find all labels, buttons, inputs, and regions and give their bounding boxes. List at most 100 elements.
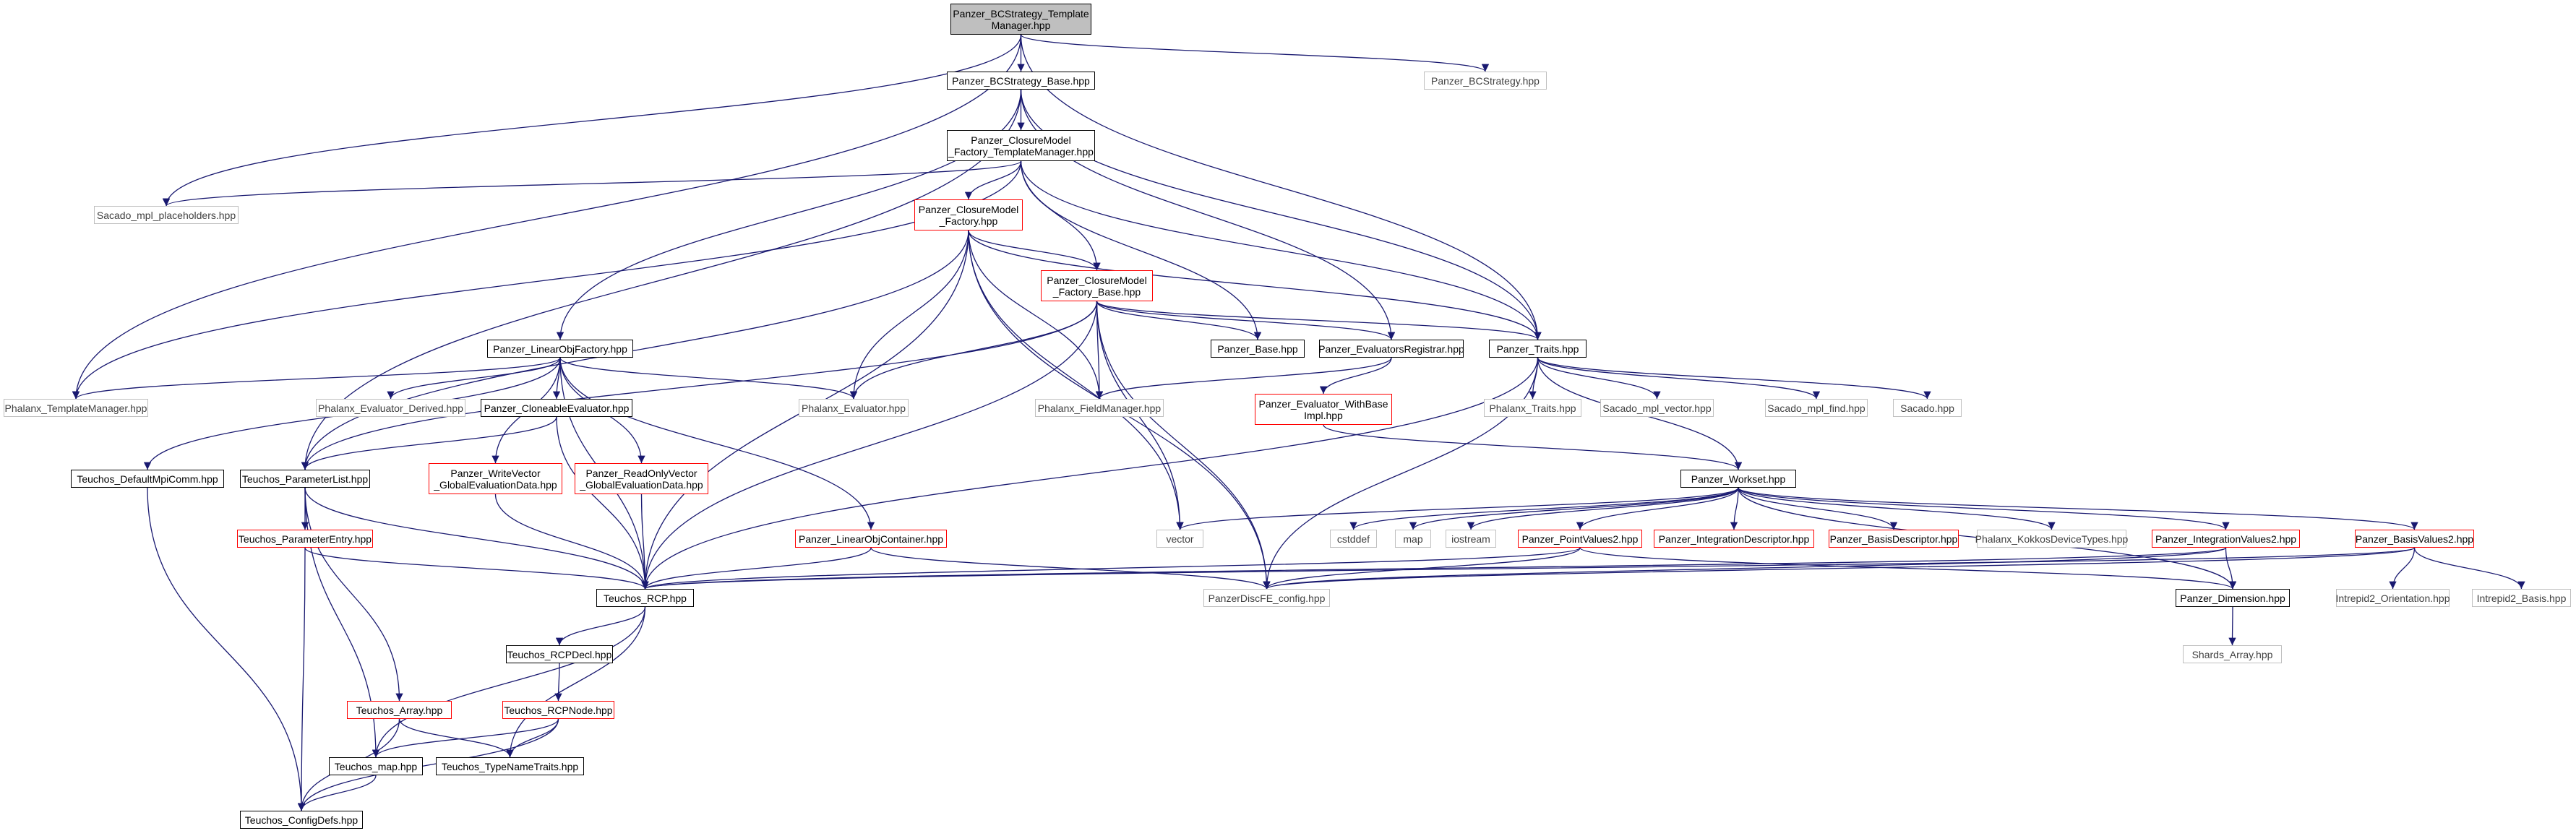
node-wvg[interactable]: Panzer_WriteVector _GlobalEvaluationData… <box>429 463 562 494</box>
edge-bv2-to-dfe <box>1263 547 2416 590</box>
edge-rcp-to-rcpdecl <box>555 606 646 646</box>
node-pbase[interactable]: Panzer_Base.hpp <box>1211 340 1305 358</box>
edge-rcpnode-to-tmap <box>372 718 559 758</box>
node-phtm[interactable]: Phalanx_TemplateManager.hpp <box>4 399 148 417</box>
node-intdesc[interactable]: Panzer_IntegrationDescriptor.hpp <box>1654 530 1814 548</box>
edge-tarray-to-tntraits <box>398 718 514 758</box>
node-smf[interactable]: Sacado_mpl_find.hpp <box>1765 399 1868 417</box>
node-traits[interactable]: Panzer_Traits.hpp <box>1489 340 1587 358</box>
node-bcbase[interactable]: Panzer_BCStrategy_Base.hpp <box>947 72 1095 90</box>
edge-cmf-to-cmfb <box>968 230 1101 271</box>
edge-cmf-to-plist <box>301 230 969 470</box>
edge-cmfb-to-pbase <box>1096 301 1262 340</box>
edge-workset-to-iostream <box>1467 487 1739 530</box>
node-cdefs[interactable]: Teuchos_ConfigDefs.hpp <box>240 811 363 829</box>
node-rovg[interactable]: Panzer_ReadOnlyVector _GlobalEvaluationD… <box>575 463 708 494</box>
edge-cmfb-to-pheval <box>849 301 1098 400</box>
edge-rcpnode-to-cdefs <box>297 718 559 811</box>
node-iostream[interactable]: iostream <box>1446 530 1496 548</box>
node-plist[interactable]: Teuchos_ParameterList.hpp <box>240 470 370 488</box>
node-pheder[interactable]: Phalanx_Evaluator_Derived.hpp <box>316 399 465 417</box>
node-root: Panzer_BCStrategy_Template Manager.hpp <box>950 4 1091 35</box>
node-tmap[interactable]: Teuchos_map.hpp <box>329 757 423 775</box>
edge-workset-to-cstddef <box>1349 487 1739 530</box>
node-sacadoplh[interactable]: Sacado_mpl_placeholders.hpp <box>94 206 239 224</box>
edge-bv2-to-rcp <box>642 547 2416 590</box>
node-evreg[interactable]: Panzer_EvaluatorsRegistrar.hpp <box>1318 340 1464 358</box>
node-tarray[interactable]: Teuchos_Array.hpp <box>347 701 452 719</box>
node-linobj[interactable]: Panzer_LinearObjFactory.hpp <box>487 340 633 358</box>
node-i2o[interactable]: Intrepid2_Orientation.hpp <box>2336 589 2450 607</box>
node-cstddef[interactable]: cstddef <box>1330 530 1377 548</box>
node-sacado[interactable]: Sacado.hpp <box>1893 399 1962 417</box>
node-dim[interactable]: Panzer_Dimension.hpp <box>2176 589 2290 607</box>
edge-pv2-to-rcp <box>641 547 1581 590</box>
node-tntraits[interactable]: Teuchos_TypeNameTraits.hpp <box>436 757 584 775</box>
edge-linobj-to-pheval <box>559 357 858 400</box>
edge-cmf-to-pheval <box>849 230 969 400</box>
edge-bv2-to-i2o <box>2389 547 2416 590</box>
node-clone[interactable]: Panzer_CloneableEvaluator.hpp <box>481 399 632 417</box>
node-i2b[interactable]: Intrepid2_Basis.hpp <box>2472 589 2571 607</box>
node-rcpnode[interactable]: Teuchos_RCPNode.hpp <box>502 701 614 719</box>
node-iv2[interactable]: Panzer_IntegrationValues2.hpp <box>2152 530 2300 548</box>
node-vector[interactable]: vector <box>1156 530 1203 548</box>
node-pentry[interactable]: Teuchos_ParameterEntry.hpp <box>237 530 373 548</box>
edge-clone-to-rcp <box>556 416 649 590</box>
edge-workset-to-basisdesc <box>1738 487 1898 530</box>
node-cmfb[interactable]: Panzer_ClosureModel _Factory_Base.hpp <box>1041 270 1153 301</box>
node-phfm[interactable]: Phalanx_FieldManager.hpp <box>1035 399 1164 417</box>
edge-bcbase-to-traits <box>1020 89 1542 340</box>
node-bv2[interactable]: Panzer_BasisValues2.hpp <box>2355 530 2474 548</box>
edge-loc-to-rcp <box>641 547 872 590</box>
node-map[interactable]: map <box>1395 530 1431 548</box>
edge-pentry-to-cdefs <box>297 547 306 811</box>
node-loc[interactable]: Panzer_LinearObjContainer.hpp <box>795 530 947 548</box>
edge-root-to-bcstrat <box>1020 34 1489 72</box>
node-rcp[interactable]: Teuchos_RCP.hpp <box>596 589 694 607</box>
edge-workset-to-pv2 <box>1576 487 1739 530</box>
edge-workset-to-iv2 <box>1738 487 2230 530</box>
node-dmc[interactable]: Teuchos_DefaultMpiComm.hpp <box>71 470 224 488</box>
edge-root-to-sacadoplh <box>162 34 1022 207</box>
edge-rcp-to-tntraits <box>506 606 646 758</box>
node-cmftm[interactable]: Panzer_ClosureModel _Factory_TemplateMan… <box>947 130 1095 161</box>
edge-dmc-to-cdefs <box>147 487 306 811</box>
edge-plist-to-tarray <box>304 487 403 702</box>
node-pheval[interactable]: Phalanx_Evaluator.hpp <box>799 399 909 417</box>
node-shards[interactable]: Shards_Array.hpp <box>2183 645 2282 663</box>
node-rcpdecl[interactable]: Teuchos_RCPDecl.hpp <box>506 645 613 663</box>
edge-tmap-to-cdefs <box>297 775 377 811</box>
edge-iv2-to-dfe <box>1263 547 2227 590</box>
node-dfe[interactable]: PanzerDiscFE_config.hpp <box>1203 589 1330 607</box>
edge-linobj-to-phtm <box>72 357 561 400</box>
node-bcstrat[interactable]: Panzer_BCStrategy.hpp <box>1424 72 1547 90</box>
edge-evwb-to-workset <box>1323 424 1743 470</box>
edge-cmfb-to-evreg <box>1096 301 1396 340</box>
edge-bv2-to-i2b <box>2413 547 2525 590</box>
edge-workset-to-vector <box>1176 487 1739 530</box>
edge-traits-to-smf <box>1537 357 1821 400</box>
edge-cmfb-to-traits <box>1096 301 1542 340</box>
edge-linobj-to-loc <box>559 357 875 530</box>
node-evwb[interactable]: Panzer_Evaluator_WithBase Impl.hpp <box>1255 394 1392 425</box>
edge-rcpdecl-to-rcpnode <box>554 663 562 702</box>
edge-cmf-to-vector <box>968 230 1184 530</box>
node-pv2[interactable]: Panzer_PointValues2.hpp <box>1518 530 1642 548</box>
edge-iv2-to-dim <box>2225 547 2237 590</box>
edge-loc-to-dfe <box>870 547 1271 590</box>
node-kokkos[interactable]: Phalanx_KokkosDeviceTypes.hpp <box>1975 530 2128 548</box>
edge-workset-to-map <box>1409 487 1739 530</box>
edge-traits-to-sacado <box>1537 357 1931 400</box>
node-cmf[interactable]: Panzer_ClosureModel _Factory.hpp <box>914 199 1023 230</box>
edge-evreg-to-evwb <box>1319 357 1392 395</box>
edge-cmf-to-traits <box>968 230 1542 340</box>
node-workset[interactable]: Panzer_Workset.hpp <box>1680 470 1796 488</box>
node-basisdesc[interactable]: Panzer_BasisDescriptor.hpp <box>1829 530 1959 548</box>
node-smv[interactable]: Sacado_mpl_vector.hpp <box>1600 399 1714 417</box>
edge-cmftm-to-sacadoplh <box>163 160 1022 207</box>
node-phtraits[interactable]: Phalanx_Traits.hpp <box>1484 399 1581 417</box>
edge-rovg-to-rcp <box>640 494 649 590</box>
